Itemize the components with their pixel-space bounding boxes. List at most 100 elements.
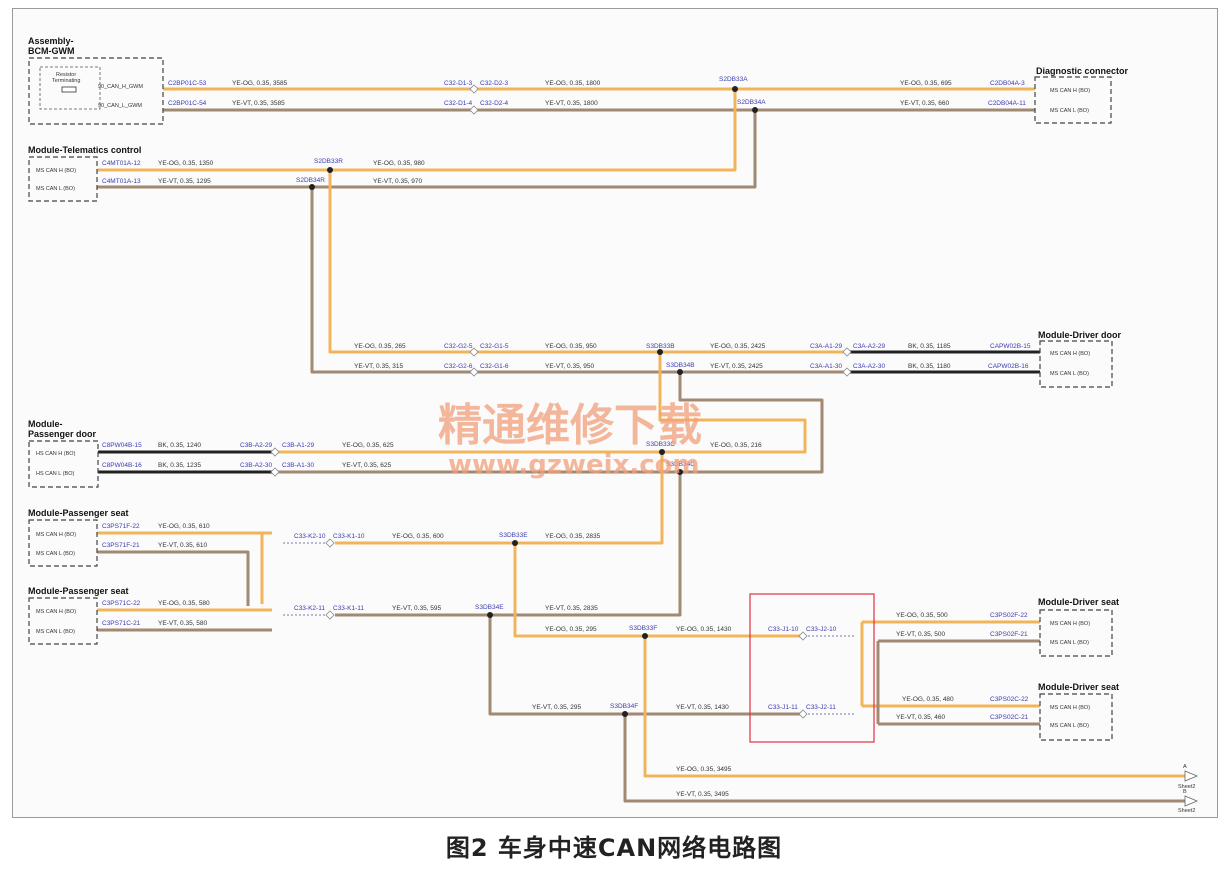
highlight-box [749, 593, 875, 743]
connector-c33-j10 [798, 631, 808, 641]
dashed-stubs [283, 542, 855, 715]
wire-label: YE-OG, 0.35, 3585 [232, 80, 288, 87]
wires [97, 87, 1185, 803]
wire-label: YE-VT, 0.35, 2835 [545, 605, 598, 612]
bcm-resistor-label-2: Terminating [52, 78, 80, 84]
driver-seat2-signal-l: MS CAN L (BO) [1050, 723, 1089, 729]
wire-label: YE-OG, 0.35, 1350 [158, 160, 214, 167]
wire-label: YE-OG, 0.35, 580 [158, 600, 210, 607]
diag-title: Diagnostic connector [1036, 66, 1129, 76]
connector-c33-k10 [325, 538, 335, 548]
module-boxes [28, 57, 1113, 741]
connector-c32-g6 [469, 367, 479, 377]
watermark-url: www.gzweix.com [448, 450, 700, 480]
splice-label: S2DB33A [719, 76, 748, 83]
wire-label: YE-VT, 0.35, 1295 [158, 178, 211, 185]
pin-label: C3PS71F-21 [102, 542, 140, 549]
pin-label: C4MT01A-13 [102, 178, 141, 185]
pass-seat2-signal-h: MS CAN H (BO) [36, 609, 76, 615]
module-telematics-box [28, 156, 98, 202]
splice-s2db33a-dot [732, 86, 738, 92]
splice-label: S3DB33B [646, 343, 675, 350]
module-pass-seat1-box [28, 519, 98, 567]
splice-label: S3DB34F [610, 703, 638, 710]
wire-label: YE-OG, 0.35, 2835 [545, 533, 601, 540]
bcm-signal-h: 90_CAN_H_GWM [98, 84, 143, 90]
pin-label: C33-J2-11 [806, 704, 836, 711]
splice-s2db34r-dot [309, 184, 315, 190]
wire-label: YE-VT, 0.35, 610 [158, 542, 208, 549]
bcm-signal-l: 90_CAN_L_GWM [98, 103, 142, 109]
wire-label: YE-OG, 0.35, 2425 [710, 343, 766, 350]
splice-label: S3DB34C [666, 461, 695, 468]
wire-label: YE-OG, 0.35, 265 [354, 343, 406, 350]
pin-label: C4MT01A-12 [102, 160, 141, 167]
pin-label: C2DB04A-3 [990, 80, 1025, 87]
pass-door-title-1: Module- [28, 419, 63, 429]
pin-label: C32-G1-6 [480, 363, 509, 370]
pin-label: CAPW02B-16 [988, 363, 1029, 370]
pin-label: C3A-A1-30 [810, 363, 843, 370]
pass-seat1-signal-l: MS CAN L (BO) [36, 551, 75, 557]
pass-door-signal-l: HS CAN L (BO) [36, 471, 74, 477]
driver-seat1-signal-h: MS CAN H (BO) [1050, 621, 1090, 627]
wire-label: YE-VT, 0.35, 315 [354, 363, 404, 370]
connector-c3b-30 [270, 467, 280, 477]
wire-down-s3db33c [515, 452, 664, 545]
pass-seat1-title: Module-Passenger seat [28, 508, 129, 518]
telematics-signal-h: MS CAN H (BO) [36, 168, 76, 174]
wire-label: YE-VT, 0.35, 660 [900, 100, 950, 107]
bcm-resistor-box [39, 66, 101, 110]
pin-label: C33-K2-10 [294, 533, 326, 540]
pin-label: C33-J1-11 [768, 704, 798, 711]
pin-label: C3A-A2-30 [853, 363, 886, 370]
wire-label: BK, 0.35, 1240 [158, 442, 201, 449]
pin-label: C3PS02C-22 [990, 696, 1029, 703]
bcm-title-1: Assembly- [28, 36, 74, 46]
splice-label: S3DB33C [646, 441, 675, 448]
wire-label: YE-OG, 0.35, 216 [710, 442, 762, 449]
pin-label: C3PS71C-21 [102, 620, 141, 627]
splice-label: S2DB34A [737, 99, 766, 106]
pin-label: C3PS71F-22 [102, 523, 140, 530]
bcm-title-2: BCM-GWM [28, 46, 75, 56]
wire-label: YE-VT, 0.35, 595 [392, 605, 442, 612]
module-bcm-box [28, 57, 164, 125]
connector-c33-j11 [798, 709, 808, 719]
splice-s3db34f-dot [622, 711, 628, 717]
figure-caption: 图2 车身中速CAN网络电路图 [445, 834, 783, 862]
connector-c33-k11 [325, 610, 335, 620]
pin-label: C33-J2-10 [806, 626, 837, 633]
wire-vertical-h [328, 170, 660, 354]
pin-label: C3PS71C-22 [102, 600, 141, 607]
diag-signal-h: MS CAN H (BO) [1050, 88, 1090, 94]
pin-label: C3B-A1-29 [282, 442, 315, 449]
wire-label: YE-OG, 0.35, 1800 [545, 80, 601, 87]
driver-door-signal-h: MS CAN H (BO) [1050, 351, 1090, 357]
splice-dots [309, 86, 758, 717]
wire-label: YE-OG, 0.35, 695 [900, 80, 952, 87]
pin-label: C3A-A2-29 [853, 343, 886, 350]
pin-label: C3PS02F-21 [990, 631, 1028, 638]
splice-s3db33f-dot [642, 633, 648, 639]
splice-s3db34b-dot [677, 369, 683, 375]
wire-s3db34e-down [488, 615, 625, 716]
module-driver-door-box [1039, 340, 1113, 388]
splice-label: S3DB33E [499, 532, 528, 539]
wire-ps1-l [97, 550, 250, 606]
pin-label: C32-G2-6 [444, 363, 473, 370]
wire-label: YE-VT, 0.35, 500 [896, 631, 946, 638]
bcm-resistor-label-1: Resistor [56, 72, 76, 78]
wire-sheet2-h [643, 636, 1185, 778]
wire-label: BK, 0.35, 1180 [908, 363, 951, 370]
wire-label: BK, 0.35, 1235 [158, 462, 201, 469]
pin-label: C32-D1-4 [444, 100, 473, 107]
driver-door-title: Module-Driver door [1038, 330, 1122, 340]
module-diag-box [1034, 76, 1112, 124]
pin-label: C2BP01C-54 [168, 100, 207, 107]
pin-label: C33-K1-11 [333, 605, 364, 612]
pass-seat1-signal-h: MS CAN H (BO) [36, 532, 76, 538]
splice-s3db33e-dot [512, 540, 518, 546]
watermark-cn: 精通维修下载 [438, 400, 702, 451]
wire-label: YE-OG, 0.35, 3495 [676, 766, 732, 773]
